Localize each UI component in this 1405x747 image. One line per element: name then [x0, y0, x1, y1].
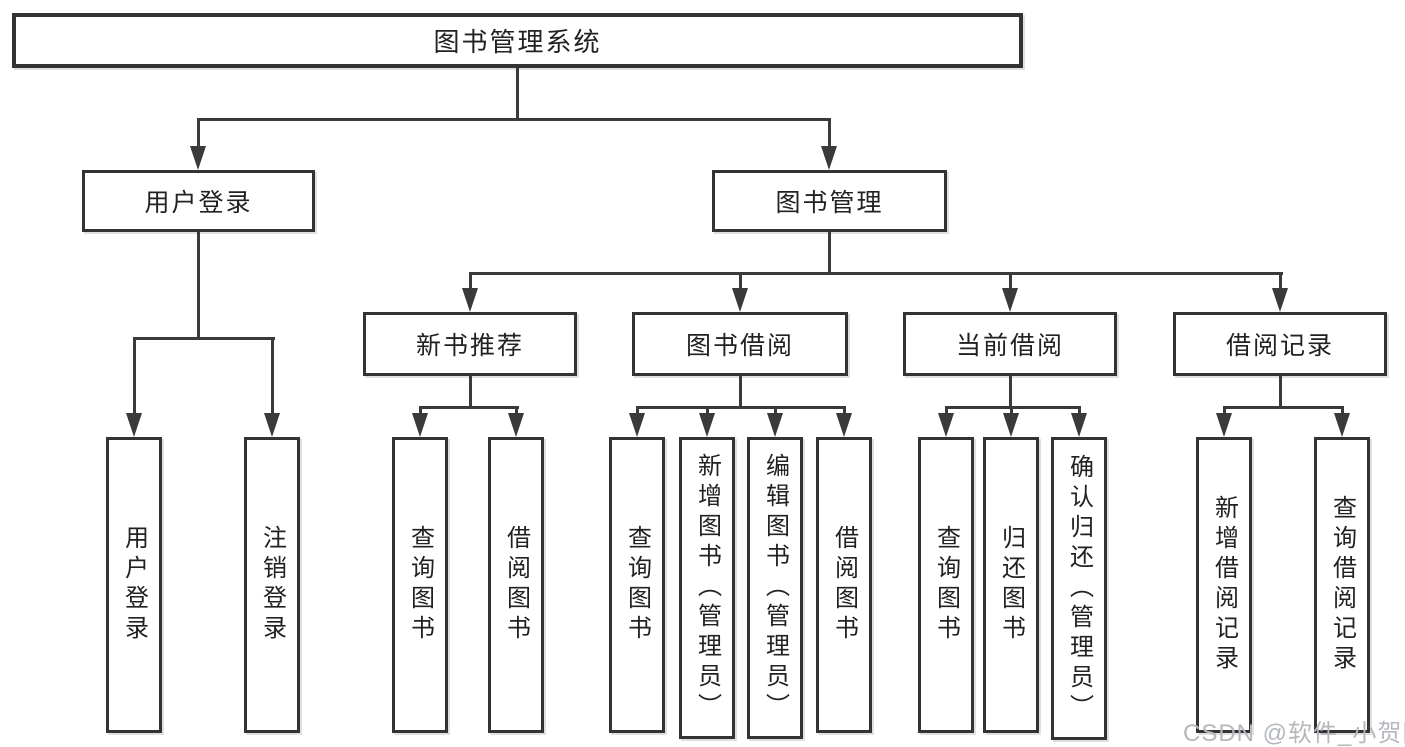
node-current-borrow: 当前借阅 [903, 312, 1117, 376]
connector-line [1341, 406, 1344, 418]
node-borrow-records: 借阅记录 [1173, 312, 1387, 376]
node-library-management-system: 图书管理系统 [12, 13, 1023, 68]
leaf-query-borrow-record: 查询借阅记录 [1314, 437, 1370, 733]
arrow-down-icon [1334, 413, 1350, 437]
connector-line [197, 118, 831, 121]
arrow-down-icon [1272, 288, 1288, 312]
arrow-down-icon [126, 413, 142, 437]
node-book-management: 图书管理 [712, 170, 947, 232]
arrow-down-icon [629, 413, 645, 437]
connector-line [133, 337, 136, 417]
leaf-query-books-borrow: 查询图书 [609, 437, 665, 733]
leaf-borrow-books-borrow: 借阅图书 [816, 437, 872, 733]
connector-line [271, 337, 274, 417]
connector-line [197, 118, 200, 152]
arrow-down-icon [412, 413, 428, 437]
connector-line [1009, 376, 1012, 409]
connector-line [1009, 272, 1012, 294]
connector-line [1223, 406, 1344, 409]
connector-line [739, 272, 742, 294]
arrow-down-icon [190, 146, 206, 170]
arrow-down-icon [1071, 413, 1087, 437]
arrow-down-icon [938, 413, 954, 437]
leaf-add-books-admin: 新增图书（管理员） [679, 437, 735, 739]
connector-line [1223, 406, 1226, 418]
connector-line [419, 406, 519, 409]
arrow-down-icon [821, 146, 837, 170]
node-new-book-recommend: 新书推荐 [363, 312, 577, 376]
arrow-down-icon [732, 288, 748, 312]
leaf-user-login: 用户登录 [106, 437, 162, 733]
leaf-logout: 注销登录 [244, 437, 300, 733]
arrow-down-icon [1002, 288, 1018, 312]
connector-line [516, 68, 519, 120]
connector-line [945, 406, 1081, 409]
leaf-confirm-return-admin: 确认归还（管理员） [1051, 437, 1107, 740]
connector-line [469, 272, 472, 294]
leaf-query-books-recommend: 查询图书 [392, 437, 448, 733]
connector-line [469, 376, 472, 409]
csdn-watermark: CSDN @软件_小贺同学 [1183, 720, 1405, 747]
connector-line [1010, 406, 1013, 418]
arrow-down-icon [836, 413, 852, 437]
connector-line [774, 406, 777, 418]
connector-line [197, 232, 200, 340]
leaf-borrow-books-recommend: 借阅图书 [488, 437, 544, 733]
connector-line [636, 406, 639, 418]
connector-line [1078, 406, 1081, 418]
connector-line [133, 337, 275, 340]
connector-line [515, 406, 518, 418]
arrow-down-icon [264, 413, 280, 437]
arrow-down-icon [462, 288, 478, 312]
arrow-down-icon [767, 413, 783, 437]
connector-line [843, 406, 846, 418]
connector-line [419, 406, 422, 418]
leaf-return-books: 归还图书 [983, 437, 1039, 733]
arrow-down-icon [1003, 413, 1019, 437]
connector-line [636, 406, 846, 409]
arrow-down-icon [1216, 413, 1232, 437]
leaf-edit-books-admin: 编辑图书（管理员） [747, 437, 803, 739]
connector-line [1279, 376, 1282, 409]
arrow-down-icon [508, 413, 524, 437]
arrow-down-icon [699, 413, 715, 437]
connector-line [828, 118, 831, 152]
node-book-borrow: 图书借阅 [632, 312, 848, 376]
node-user-login: 用户登录 [82, 170, 315, 232]
leaf-add-borrow-record: 新增借阅记录 [1196, 437, 1252, 733]
connector-line [828, 232, 831, 275]
connector-line [945, 406, 948, 418]
connector-line [706, 406, 709, 418]
connector-line [1279, 272, 1282, 294]
leaf-query-books-current: 查询图书 [918, 437, 974, 733]
connector-line [469, 272, 1283, 275]
connector-line [739, 376, 742, 409]
